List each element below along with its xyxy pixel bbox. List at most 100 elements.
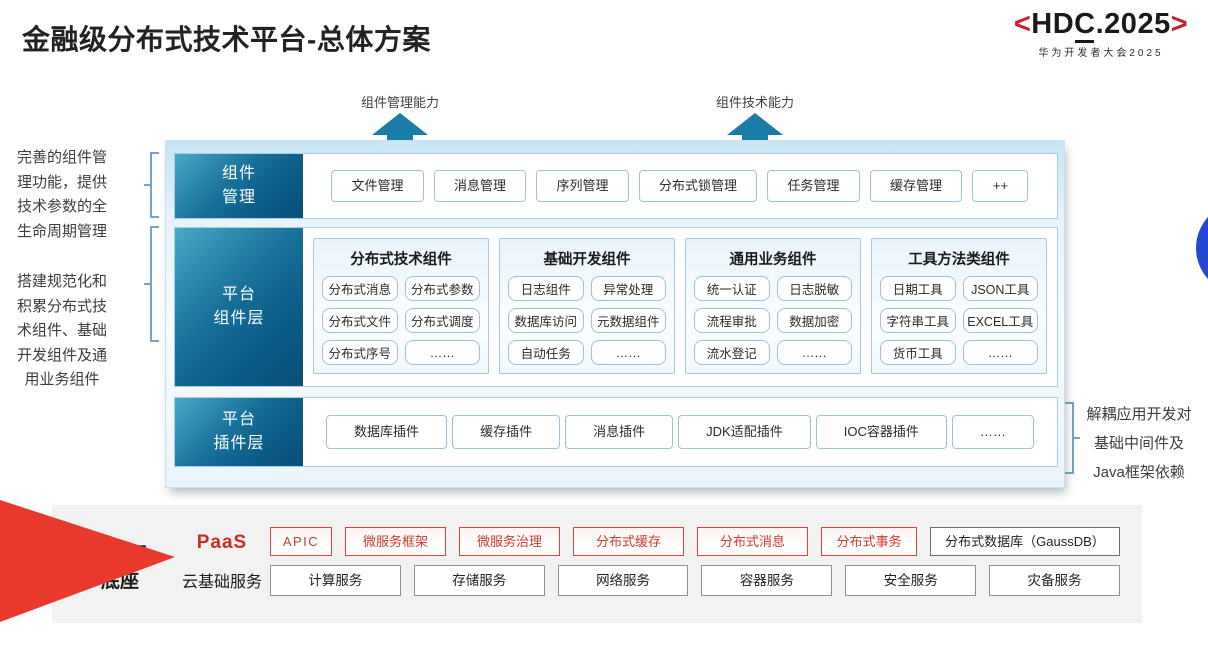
label-line: 平台 [221,411,256,428]
group-item: 日志脱敏 [776,276,852,301]
group-title: 通用业务组件 [729,252,817,268]
plugin-layer-item: 消息插件 [565,415,674,449]
component-layer-groups: 分布式技术组件 分布式消息 分布式参数 分布式文件 分布式调度 分布式序号 ……… [303,228,1057,386]
group-item: …… [776,340,852,365]
group-title: 工具方法类组件 [908,252,1010,268]
component-mgmt-item: 文件管理 [331,170,424,202]
group-item: 自动任务 [508,340,584,365]
component-mgmt-row: 组件 管理 文件管理 消息管理 序列管理 分布式锁管理 任务管理 缓存管理 ++ [174,153,1058,219]
group-item: …… [590,340,666,365]
hdc-open-angle: < [1013,8,1032,40]
label-line: 组件 [221,165,256,182]
capability-arrow-management-label: 组件管理能力 [360,95,439,110]
plugin-layer-item: 数据库插件 [326,415,448,449]
paas-items-row: APIC 微服务框架 微服务治理 分布式缓存 分布式消息 分布式事务 分布式数据… [270,527,1120,556]
group-basic-dev: 基础开发组件 日志组件 异常处理 数据库访问 元数据组件 自动任务 …… [499,238,675,374]
hdc-2025-logo: <HDC.2025> 华为开发者大会2025 [1000,8,1202,59]
group-item: …… [404,340,480,365]
label-line: 插件层 [213,435,265,452]
group-tool-methods: 工具方法类组件 日期工具 JSON工具 字符串工具 EXCEL工具 货币工具 …… [871,238,1047,374]
platform-container: 组件 管理 文件管理 消息管理 序列管理 分布式锁管理 任务管理 缓存管理 ++… [165,140,1065,488]
up-arrow-icon [727,113,783,135]
paas-item: APIC [270,527,332,556]
group-grid: 统一认证 日志脱敏 流程审批 数据加密 流水登记 …… [694,276,852,365]
group-item: JSON工具 [962,276,1038,301]
cloud-service-item: 安全服务 [845,565,977,596]
group-item: 日期工具 [880,276,956,301]
group-item: 元数据组件 [590,308,666,333]
hdc-logo-subtitle: 华为开发者大会2025 [1038,48,1164,59]
capability-arrow-technical-label: 组件技术能力 [715,95,794,110]
hdc-text-hd: HD [1031,8,1075,40]
group-item: 数据加密 [776,308,852,333]
up-arrow-icon [372,113,428,135]
group-item: 流水登记 [694,340,770,365]
component-mgmt-item: 序列管理 [536,170,629,202]
component-mgmt-item: 任务管理 [767,170,860,202]
cloud-service-item: 容器服务 [701,565,833,596]
group-item: 分布式参数 [404,276,480,301]
plugin-layer-item: IOC容器插件 [815,415,947,449]
paas-item: 微服务治理 [459,527,560,556]
group-distributed-tech: 分布式技术组件 分布式消息 分布式参数 分布式文件 分布式调度 分布式序号 …… [313,238,489,374]
plugin-layer-item: JDK适配插件 [678,415,811,449]
left-bracket-component-layer [144,226,159,342]
group-item: 分布式序号 [322,340,398,365]
component-mgmt-items: 文件管理 消息管理 序列管理 分布式锁管理 任务管理 缓存管理 ++ [303,154,1057,218]
note-component-management: 完善的组件管理功能，提供技术参数的全生命周期管理 [16,149,107,240]
hdc-text-year: .2025 [1095,8,1171,40]
decorative-blue-circle [1196,202,1208,294]
hdc-text-c: C [1074,8,1096,43]
group-item: 分布式调度 [404,308,480,333]
group-title: 基础开发组件 [543,252,631,268]
group-grid: 日志组件 异常处理 数据库访问 元数据组件 自动任务 …… [508,276,666,365]
cloud-basic-services-label: 云基础服务 [181,574,262,591]
label-line: 平台 [221,286,256,303]
group-item: EXCEL工具 [962,308,1038,333]
group-item: 日志组件 [508,276,584,301]
cloud-service-item: 计算服务 [270,565,401,596]
label-line: 管理 [221,189,256,206]
component-mgmt-item: ++ [972,170,1029,202]
note-component-accumulation: 搭建规范化和积累分布式技术组件、基础开发组件及通用业务组件 [16,273,107,388]
paas-label: PaaS [196,532,248,553]
paas-db-item: 分布式数据库（GaussDB） [930,527,1120,556]
component-layer-label: 平台 组件层 [175,228,303,386]
plugin-layer-row: 平台 插件层 数据库插件 缓存插件 消息插件 JDK适配插件 IOC容器插件 …… [174,397,1058,467]
component-mgmt-item: 分布式锁管理 [638,170,757,202]
group-grid: 日期工具 JSON工具 字符串工具 EXCEL工具 货币工具 …… [880,276,1038,365]
huawei-cloud-foundation: 华为云 底座 PaaS 云基础服务 APIC 微服务框架 微服务治理 分布式缓存… [52,505,1142,623]
cloud-services-row: 计算服务 存储服务 网络服务 容器服务 安全服务 灾备服务 [270,565,1120,596]
red-wedge-arrow-icon [0,500,175,622]
hdc-logo-wordmark: <HDC.2025> [1000,8,1202,43]
note-decouple-dependency: 解耦应用开发对基础中间件及Java框架依赖 [1086,406,1192,481]
paas-item: 微服务框架 [345,527,446,556]
group-item: 异常处理 [590,276,666,301]
group-item: 货币工具 [880,340,956,365]
plugin-layer-items: 数据库插件 缓存插件 消息插件 JDK适配插件 IOC容器插件 …… [303,398,1057,466]
group-item: 数据库访问 [508,308,584,333]
right-bracket-plugin-layer [1065,402,1080,474]
group-grid: 分布式消息 分布式参数 分布式文件 分布式调度 分布式序号 …… [322,276,480,365]
cloud-service-item: 灾备服务 [989,565,1120,596]
group-title: 分布式技术组件 [350,252,452,268]
plugin-layer-item: …… [951,415,1034,449]
plugin-layer-item: 缓存插件 [452,415,561,449]
component-mgmt-label: 组件 管理 [175,154,303,218]
component-mgmt-item: 缓存管理 [869,170,962,202]
hdc-close-angle: > [1170,8,1189,40]
label-line: 组件层 [213,310,265,327]
group-item: 字符串工具 [880,308,956,333]
group-item: 流程审批 [694,308,770,333]
paas-item: 分布式消息 [697,527,808,556]
left-bracket-component-mgmt [144,152,159,218]
group-item: 分布式消息 [322,276,398,301]
cloud-service-item: 网络服务 [557,565,689,596]
paas-item: 分布式事务 [821,527,917,556]
group-item: 统一认证 [694,276,770,301]
plugin-layer-label: 平台 插件层 [175,398,303,466]
group-common-business: 通用业务组件 统一认证 日志脱敏 流程审批 数据加密 流水登记 …… [685,238,861,374]
paas-item: 分布式缓存 [573,527,684,556]
group-item: …… [962,340,1038,365]
